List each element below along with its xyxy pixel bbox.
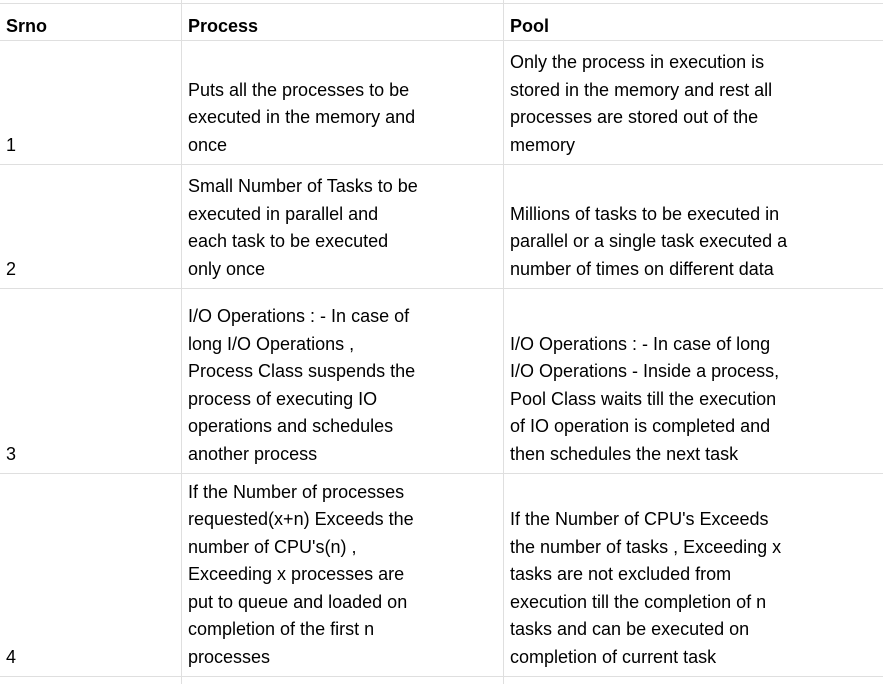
top-edge-row [0, 0, 883, 5]
cell-process-1: Puts all the processes to be executed in… [182, 41, 504, 164]
table-row-1: 1 Puts all the processes to be executed … [0, 41, 883, 165]
table-row-3: 3 I/O Operations : - In case of long I/O… [0, 289, 883, 474]
bottom-edge-cell [504, 677, 883, 684]
srno-value: 4 [6, 646, 17, 667]
srno-value: 2 [6, 258, 17, 279]
top-edge-cell [182, 0, 504, 5]
table-row-4: 4 If the Number of processes requested(x… [0, 474, 883, 677]
cell-pool-3: I/O Operations : - In case of long I/O O… [504, 289, 883, 473]
header-cell-pool: Pool [504, 4, 883, 40]
header-label-pool: Pool [510, 15, 549, 36]
bottom-edge-cell [182, 677, 504, 684]
bottom-edge-cell [0, 677, 182, 684]
process-text: I/O Operations : - In case of long I/O O… [188, 306, 416, 464]
cell-process-3: I/O Operations : - In case of long I/O O… [182, 289, 504, 473]
cell-srno-2: 2 [0, 165, 182, 288]
process-text: Puts all the processes to be executed in… [188, 79, 416, 155]
cell-process-2: Small Number of Tasks to be executed in … [182, 165, 504, 288]
header-cell-process: Process [182, 4, 504, 40]
cell-pool-1: Only the process in execution is stored … [504, 41, 883, 164]
process-text: Small Number of Tasks to be executed in … [188, 176, 418, 279]
srno-value: 1 [6, 134, 17, 155]
cell-srno-1: 1 [0, 41, 182, 164]
header-cell-srno: Srno [0, 4, 182, 40]
pool-text: I/O Operations : - In case of long I/O O… [510, 333, 780, 464]
pool-text: If the Number of CPU's Exceeds the numbe… [510, 509, 782, 667]
table-header-row: Srno Process Pool [0, 4, 883, 41]
cell-srno-3: 3 [0, 289, 182, 473]
top-edge-cell [0, 0, 182, 5]
bottom-edge-row [0, 677, 883, 684]
header-label-process: Process [188, 15, 259, 36]
table-row-2: 2 Small Number of Tasks to be executed i… [0, 165, 883, 289]
header-label-srno: Srno [6, 15, 48, 36]
cell-pool-2: Millions of tasks to be executed in para… [504, 165, 883, 288]
process-text: If the Number of processes requested(x+n… [188, 481, 414, 667]
srno-value: 3 [6, 443, 17, 464]
cell-process-4: If the Number of processes requested(x+n… [182, 474, 504, 676]
pool-text: Millions of tasks to be executed in para… [510, 203, 788, 279]
pool-text: Only the process in execution is stored … [510, 52, 773, 155]
cell-pool-4: If the Number of CPU's Exceeds the numbe… [504, 474, 883, 676]
cell-srno-4: 4 [0, 474, 182, 676]
